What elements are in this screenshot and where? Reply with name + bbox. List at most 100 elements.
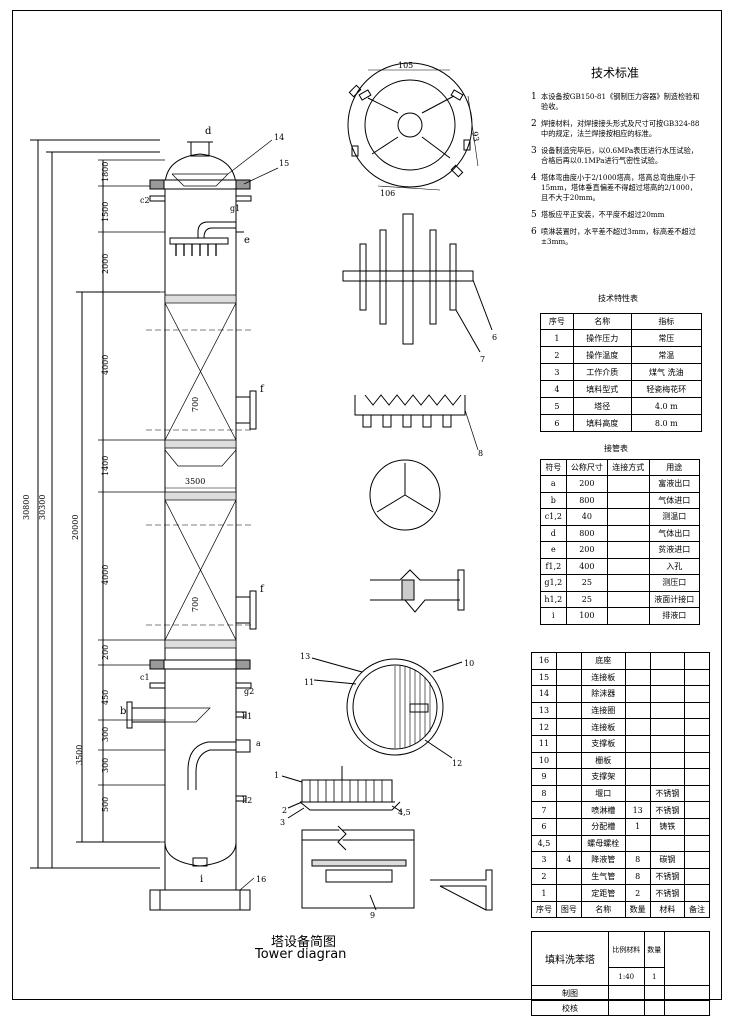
table-cell [649, 734, 686, 753]
table-cell [555, 817, 582, 836]
dim-200: 200 [101, 645, 110, 660]
column-header: 备注 [684, 900, 710, 918]
nozzle-c1-label: c1 [140, 673, 150, 682]
column-header: 用途 [648, 459, 701, 476]
table-cell: 螺母螺栓 [580, 834, 626, 853]
standard-number: 6 [531, 227, 537, 237]
table-cell [684, 701, 710, 720]
table-cell: 1 [624, 817, 651, 836]
table-cell: 富液出口 [648, 475, 701, 493]
table-cell [624, 834, 651, 853]
table-cell: 5 [540, 397, 574, 415]
dim-1500: 1500 [101, 202, 110, 222]
table-cell [684, 734, 710, 753]
detail-label-10: 10 [464, 659, 474, 668]
table-cell: c1,2 [540, 508, 567, 526]
standard-text: 焊接材料，对焊接接头形式及尺寸可按GB324-88中的规定，法兰焊接按相应的标准… [541, 119, 700, 138]
detail-label-1: 1 [274, 771, 279, 780]
detail-dim-93: 93 [470, 131, 481, 143]
table-cell: 堰口 [580, 784, 626, 803]
dim-1800: 1800 [101, 162, 110, 182]
table-cell [624, 768, 651, 786]
table-cell [607, 590, 650, 608]
title-block-scale: 1:40 [608, 967, 645, 986]
dim-mid: 20000 [71, 515, 80, 540]
table-cell: 2 [624, 884, 651, 902]
table-cell: 不锈钢 [649, 784, 686, 803]
table-cell: 15 [531, 668, 557, 687]
diagram-caption-cn: 塔设备简图 [271, 935, 337, 950]
table-cell [684, 884, 710, 902]
table-cell [649, 685, 686, 703]
dim-overall-2: 30300 [38, 495, 47, 520]
nozzle-h1-label: h1 [242, 712, 252, 721]
table-cell [684, 668, 710, 687]
nozzle-c2-label: c2 [140, 196, 150, 205]
standard-text: 设备制造完毕后，以0.6MPa表压进行水压试验，合格后再以0.1MPa进行气密性… [541, 146, 698, 165]
title-block: 填料洗苯塔 比例材料 数量 1:40 1 制图 校核 [531, 931, 710, 1016]
table-cell [624, 685, 651, 703]
nozzle-g2-label: g2 [244, 687, 254, 696]
table-cell [555, 734, 582, 753]
table-cell: 常压 [630, 329, 703, 347]
table-cell: 25 [565, 574, 609, 592]
column-header: 数量 [624, 900, 651, 918]
standard-number: 3 [531, 146, 537, 156]
table-cell: 排液口 [648, 607, 701, 625]
table-cell: 400 [565, 557, 609, 575]
dim-450: 450 [101, 690, 110, 705]
standard-number: 4 [531, 173, 537, 183]
detail-label-3: 3 [280, 818, 285, 827]
table-cell [649, 701, 686, 720]
title-block-qty: 1 [643, 967, 666, 986]
part-16-label: 16 [256, 875, 266, 884]
table-cell: 测压口 [648, 574, 701, 592]
standard-number: 1 [531, 92, 537, 102]
table-cell [684, 867, 710, 886]
table-cell: h1,2 [540, 590, 567, 608]
table-cell [624, 668, 651, 687]
title-block-drawn: 制图 [531, 985, 609, 1001]
table-cell [555, 867, 582, 886]
table-cell: 轻瓷梅花环 [630, 380, 703, 398]
table-cell: 2 [531, 867, 557, 886]
table-cell [624, 718, 651, 736]
table-cell [624, 784, 651, 803]
detail-label-2: 2 [282, 806, 287, 815]
standard-text: 塔体弯曲度小于2/1000塔高，塔高总弯曲度小于15mm，塔体垂直偏差不得超过塔… [541, 173, 697, 202]
table-cell: 800 [565, 491, 609, 509]
table-cell [607, 508, 650, 526]
dim-4000b: 4000 [101, 565, 110, 585]
table-cell [684, 718, 710, 736]
table-cell [624, 734, 651, 753]
table-cell: 分配槽 [580, 817, 626, 836]
detail-label-11: 11 [304, 678, 314, 687]
table-cell: i [540, 607, 567, 625]
table-cell: 支撑板 [580, 734, 626, 753]
nozzle-a-label: a [256, 739, 261, 748]
table-cell: 定距管 [580, 884, 626, 902]
column-header: 连接方式 [607, 459, 650, 476]
table-cell [649, 834, 686, 853]
detail-label-9: 9 [370, 911, 375, 920]
standard-text: 喷淋装置时，水平差不超过3mm，标高差不超过±3mm。 [541, 227, 696, 246]
dim-1400: 1400 [101, 456, 110, 476]
diagram-caption-en: Tower diagran [255, 947, 347, 962]
table-cell: 连接圈 [580, 701, 626, 720]
table-cell [555, 834, 582, 853]
table-cell: e [540, 541, 567, 559]
